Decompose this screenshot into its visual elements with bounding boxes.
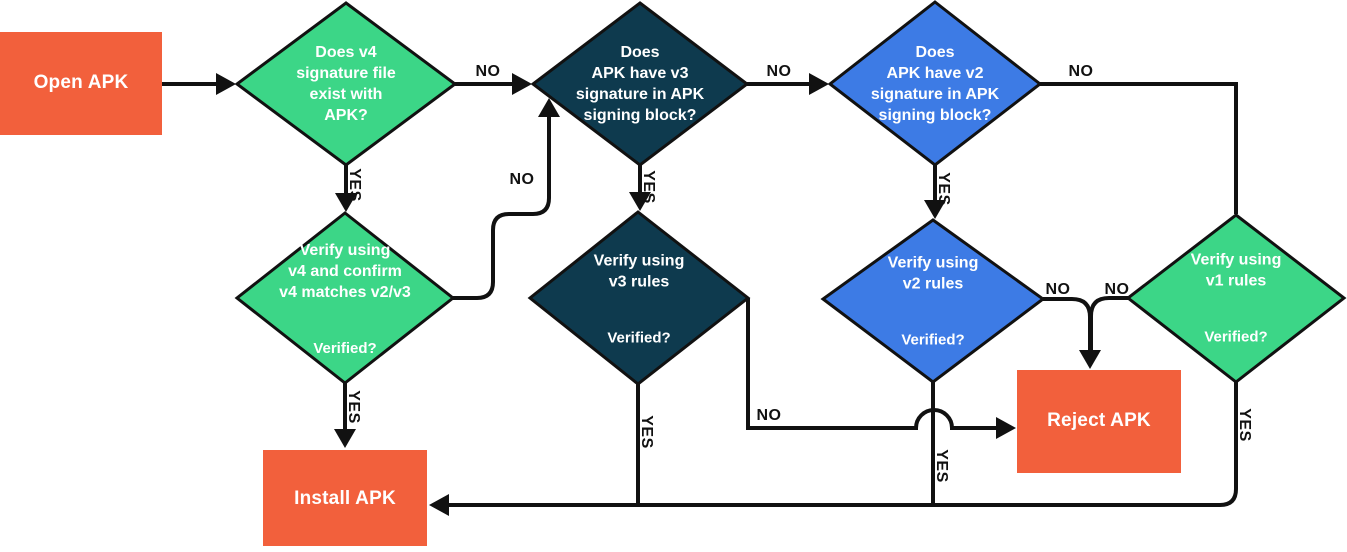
- arrowhead-into-v4exists: [216, 73, 236, 95]
- arrowhead-into-v4verify: [335, 193, 357, 212]
- diamond-v3-verify: [527, 210, 751, 386]
- edge-no-v2sig-to-v1verify: [1040, 82, 1238, 214]
- diamond-v3-sig: [530, 1, 750, 167]
- edge-no-v1verify-to-reject: [1089, 296, 1128, 352]
- arrowhead-into-v3sig: [512, 73, 532, 95]
- diamond-v2-sig: [827, 0, 1043, 167]
- arrowhead-into-reject-top: [1079, 350, 1101, 369]
- arrowhead-into-install-right: [429, 494, 449, 516]
- arrowhead-into-v2sig: [809, 73, 829, 95]
- arrowhead-into-v3verify: [629, 192, 651, 211]
- arrowhead-v4verify-no-into-v3sig: [538, 98, 560, 117]
- diamond-v4-exists: [234, 1, 458, 167]
- arrowhead-into-v2verify: [924, 200, 946, 219]
- arrowhead-into-reject-left: [996, 417, 1016, 439]
- edge-yes-collector-to-install: [447, 382, 1238, 507]
- diamond-v4-verify: [234, 211, 456, 385]
- install-apk-box: [263, 450, 427, 546]
- diamond-v2-verify: [820, 218, 1046, 384]
- diamond-v1-verify: [1125, 213, 1347, 384]
- edge-no-v2verify-to-reject: [1043, 297, 1092, 352]
- reject-apk-box: [1017, 370, 1181, 473]
- edge-no-v4verify-to-v3sig: [453, 116, 551, 300]
- arrowhead-into-install-top: [334, 429, 356, 448]
- open-apk-box: [0, 32, 162, 135]
